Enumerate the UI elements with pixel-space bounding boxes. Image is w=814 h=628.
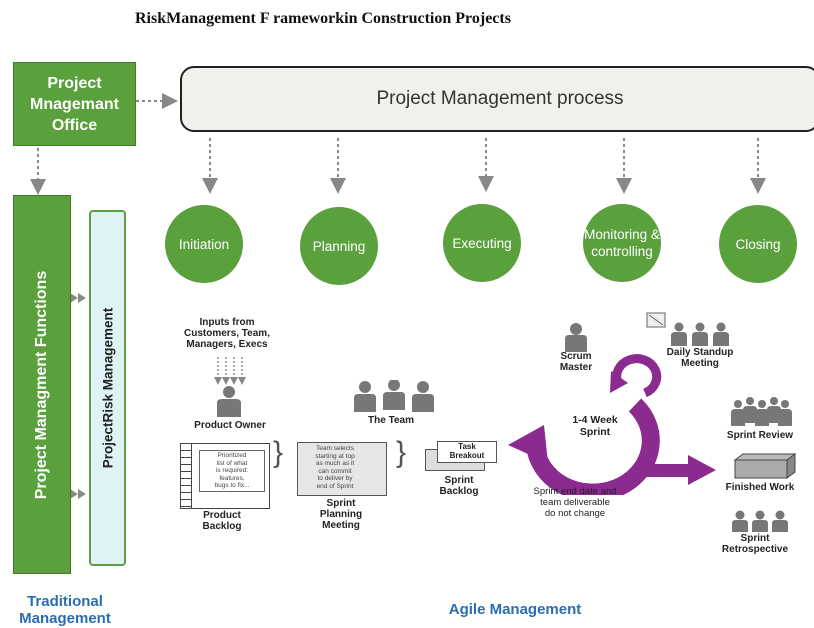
retrospective-label: Sprint Retrospective [721, 533, 789, 555]
inputs-label: Inputs from Customers, Team, Managers, E… [184, 317, 270, 350]
risk-box: ProjectRisk Management [89, 210, 126, 566]
phase-initiation: Initiation [165, 205, 243, 283]
planning-doc-text: Team selects starting at top as much as … [315, 445, 355, 490]
product-owner-label: Product Owner [194, 420, 266, 431]
pmo-box: Project Mnagemant Office [13, 62, 136, 146]
arrow-functions-risk-top [70, 293, 86, 303]
finished-work-label: Finished Work [725, 482, 795, 493]
finished-work-box-icon [733, 453, 797, 479]
task-breakout-card: Task Breakout [437, 441, 497, 463]
retrospective-people-icon [732, 510, 788, 532]
brace-1: } [273, 436, 284, 469]
functions-box: Project Managment Functions [13, 195, 71, 574]
standup-people-icon [671, 322, 729, 346]
backlog-doc-text: Prioritized list of what is required: fe… [199, 450, 265, 492]
sprint-cycle-graphic [508, 354, 716, 495]
phase-monitoring: Monitoring & controlling [583, 204, 661, 282]
traditional-management-label: Traditional Management [19, 593, 111, 627]
sprint-backlog-label: Sprint Backlog [439, 475, 479, 497]
scrum-master-person-icon [565, 323, 587, 352]
agile-management-label: Agile Management [448, 601, 582, 618]
sprint-note: Sprint end date and team deliverable do … [533, 486, 617, 519]
sprint-planning-doc: Team selects starting at top as much as … [297, 442, 387, 496]
sprint-review-label: Sprint Review [726, 430, 794, 441]
review-people-icon [731, 397, 792, 426]
clock-icon [646, 312, 666, 328]
sprint-length-label: 1-4 Week Sprint [572, 414, 618, 438]
process-box: Project Management process [180, 66, 814, 132]
risk-label: ProjectRisk Management [100, 307, 115, 469]
daily-standup-label: Daily Standup Meeting [666, 347, 734, 369]
team-people-icon [354, 380, 434, 412]
product-backlog-doc: Prioritized list of what is required: fe… [180, 443, 270, 509]
sprint-planning-label: Sprint Planning Meeting [319, 498, 363, 531]
product-backlog-label: Product Backlog [202, 510, 242, 532]
brace-2: } [396, 436, 407, 469]
team-label: The Team [368, 415, 414, 426]
phase-executing: Executing [443, 204, 521, 282]
phase-planning: Planning [300, 207, 378, 285]
scrum-master-label: Scrum Master [559, 351, 593, 373]
page-title: RiskManagement F rameworkin Construction… [135, 10, 511, 27]
phase-closing: Closing [719, 205, 797, 283]
functions-label: Project Managment Functions [33, 270, 50, 499]
arrow-functions-risk-bottom [70, 489, 86, 499]
product-owner-person-icon [217, 386, 241, 417]
